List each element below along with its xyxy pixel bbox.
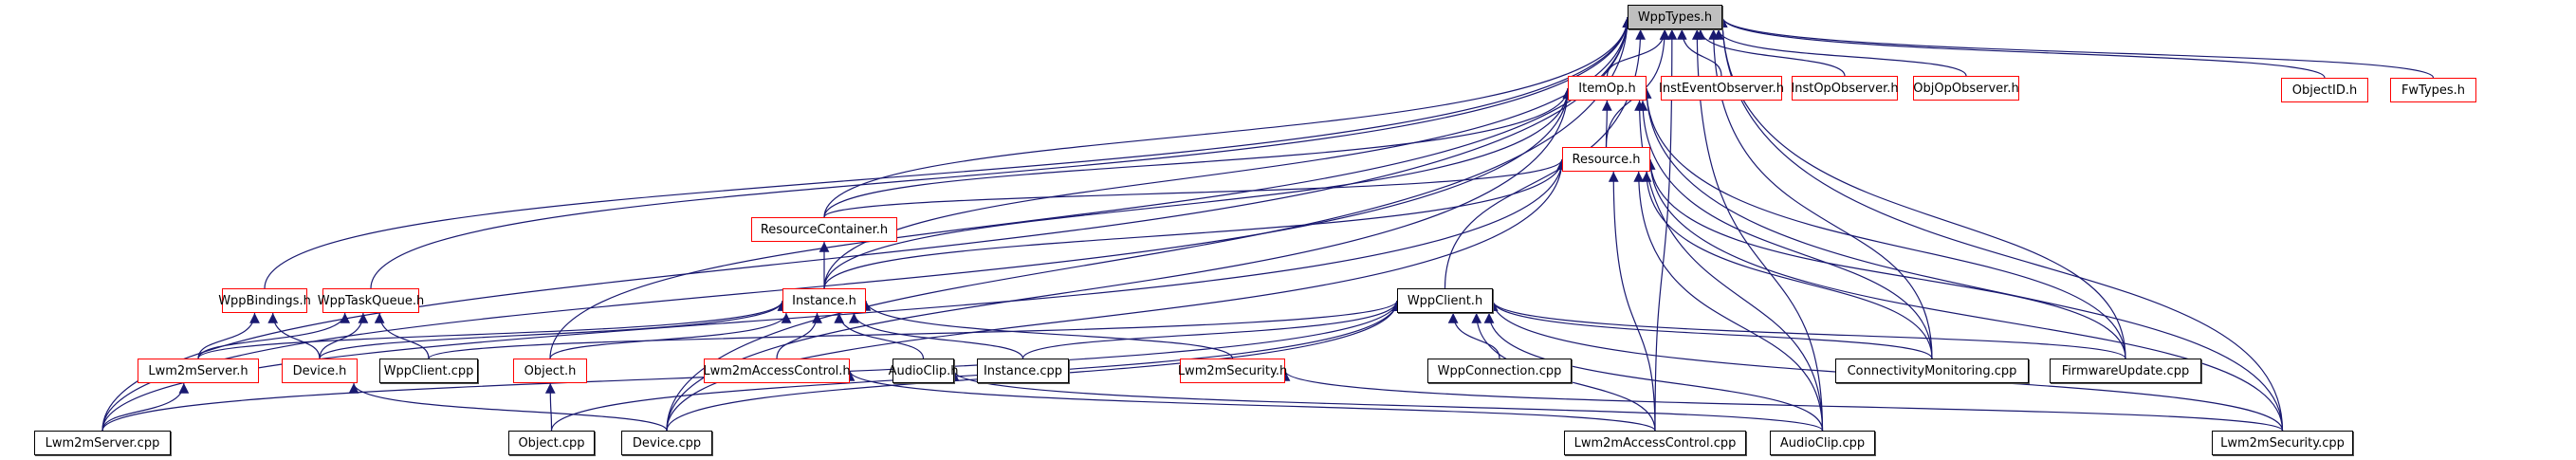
edge-lwm2msecurity-cpp-to-wpptypes-h	[1717, 16, 2284, 432]
node-device-h[interactable]: Device.h	[282, 359, 358, 383]
edge-instance-cpp-to-wppclient-h	[1021, 300, 1403, 359]
node-wppclient-cpp[interactable]: WppClient.cpp	[379, 359, 478, 383]
node-objopobserver-h[interactable]: ObjOpObserver.h	[1913, 76, 2019, 101]
node-audioclip-cpp[interactable]: AudioClip.cpp	[1770, 431, 1875, 455]
edge-device-h-to-wppbindings-h	[267, 312, 321, 359]
edge-firmwareupdate-cpp-to-wppclient-h	[1487, 300, 2126, 359]
node-lwm2msecurity-cpp[interactable]: Lwm2mSecurity.cpp	[2212, 431, 2353, 455]
node-itemop-h[interactable]: ItemOp.h	[1568, 76, 1647, 101]
edge-instopobserver-h-to-wpptypes-h	[1695, 28, 1846, 77]
node-audioclip-h[interactable]: AudioClip.h	[889, 359, 958, 383]
edge-object-h-to-instance-h	[549, 312, 792, 359]
node-object-h[interactable]: Object.h	[513, 359, 587, 383]
edge-lwm2mserver-cpp-to-wpptypes-h	[101, 16, 1633, 432]
edge-lwm2msecurity-cpp-to-lwm2msecurity-h	[1279, 370, 2284, 432]
node-wppbindings-h[interactable]: WppBindings.h	[218, 288, 311, 313]
edge-firmwareupdate-cpp-to-wpptypes-h	[1717, 16, 2126, 359]
node-instopobserver-h[interactable]: InstOpObserver.h	[1791, 76, 1899, 101]
edge-connectivitymonitoring-cpp-to-itemop-h	[1637, 100, 1933, 359]
node-connectivitymonitoring-cpp[interactable]: ConnectivityMonitoring.cpp	[1835, 359, 2029, 383]
edge-connectivitymonitoring-cpp-to-wpptypes-h	[1708, 28, 1933, 359]
edge-wppbindings-h-to-wpptypes-h	[264, 16, 1633, 289]
edge-object-cpp-to-wppclient-h	[550, 300, 1403, 432]
edge-insteventobserver-h-to-wpptypes-h	[1676, 28, 1722, 77]
edge-lwm2mserver-h-to-instance-h	[197, 300, 788, 359]
edge-wppclient-cpp-to-wpptaskqueue-h	[374, 312, 430, 359]
edge-objectid-h-to-wpptypes-h	[1717, 16, 2326, 79]
node-wpptypes-h: WppTypes.h	[1628, 5, 1722, 29]
node-lwm2mserver-cpp[interactable]: Lwm2mServer.cpp	[34, 431, 171, 455]
edge-object-cpp-to-object-h	[544, 382, 556, 432]
edge-audioclip-cpp-to-audioclip-h	[948, 370, 1824, 432]
edge-lwm2maccesscontrol-h-to-instance-h	[776, 312, 822, 359]
edge-audioclip-cpp-to-resource-h	[1633, 171, 1824, 432]
edge-instance-h-to-itemop-h	[823, 87, 1573, 289]
edge-firmwareupdate-cpp-to-itemop-h	[1641, 87, 2126, 359]
edge-objopobserver-h-to-wpptypes-h	[1713, 28, 1967, 77]
node-wpptaskqueue-h[interactable]: WppTaskQueue.h	[318, 288, 424, 313]
edge-resourcecontainer-h-to-resource-h	[823, 158, 1568, 218]
edge-wpptaskqueue-h-to-wpptypes-h	[370, 16, 1633, 289]
edge-lwm2msecurity-cpp-to-resource-h	[1645, 158, 2284, 432]
node-wppclient-h[interactable]: WppClient.h	[1397, 288, 1493, 313]
edge-instance-h-to-wpptypes-h	[823, 16, 1633, 289]
edge-wppconnection-cpp-to-wppclient-h	[1447, 312, 1500, 359]
node-resource-h[interactable]: Resource.h	[1562, 147, 1650, 172]
edge-audioclip-cpp-to-itemop-h	[1634, 100, 1824, 432]
edge-device-cpp-to-wpptypes-h	[666, 16, 1633, 432]
edge-lwm2maccesscontrol-cpp-to-resource-h	[1608, 171, 1656, 432]
node-firmwareupdate-cpp[interactable]: FirmwareUpdate.cpp	[2050, 359, 2201, 383]
edge-object-h-to-wpptypes-h	[549, 16, 1633, 359]
edge-audioclip-h-to-instance-h	[834, 312, 925, 359]
edge-lwm2mserver-h-to-wpptaskqueue-h	[197, 312, 351, 359]
node-wppconnection-cpp[interactable]: WppConnection.cpp	[1427, 359, 1572, 383]
edge-lwm2mserver-h-to-wppbindings-h	[197, 312, 260, 359]
node-resourcecontainer-h[interactable]: ResourceContainer.h	[751, 217, 897, 242]
node-instance-cpp[interactable]: Instance.cpp	[977, 359, 1069, 383]
edge-device-h-to-instance-h	[319, 300, 788, 359]
edge-lwm2mserver-cpp-to-lwm2mserver-h	[101, 382, 190, 432]
node-instance-h[interactable]: Instance.h	[782, 288, 866, 313]
edge-device-h-to-wpptaskqueue-h	[319, 312, 369, 359]
node-insteventobserver-h[interactable]: InstEventObserver.h	[1659, 76, 1784, 101]
node-lwm2msecurity-h[interactable]: Lwm2mSecurity.h	[1178, 359, 1287, 383]
edge-connectivitymonitoring-cpp-to-wppclient-h	[1487, 300, 1933, 359]
edge-instance-cpp-to-instance-h	[849, 312, 1024, 359]
edge-lwm2maccesscontrol-cpp-to-lwm2maccesscontrol-h	[844, 370, 1656, 432]
edge-lwm2maccesscontrol-cpp-to-wpptypes-h	[1654, 28, 1678, 432]
edge-resource-h-to-itemop-h	[1601, 100, 1612, 148]
edge-firmwareupdate-cpp-to-resource-h	[1645, 158, 2126, 359]
edge-wppclient-cpp-to-wppclient-h	[428, 300, 1403, 359]
edge-audioclip-cpp-to-wppclient-h	[1483, 312, 1824, 432]
edge-audioclip-cpp-to-wpptypes-h	[1691, 28, 1824, 432]
edge-instance-h-to-resource-h	[823, 158, 1568, 289]
node-device-cpp[interactable]: Device.cpp	[621, 431, 712, 455]
edge-lwm2msecurity-cpp-to-itemop-h	[1641, 87, 2284, 432]
edge-connectivitymonitoring-cpp-to-resource-h	[1641, 171, 1933, 359]
edge-device-cpp-to-device-h	[348, 382, 668, 432]
edge-resourcecontainer-h-to-itemop-h	[823, 87, 1573, 218]
node-fwtypes-h[interactable]: FwTypes.h	[2390, 78, 2476, 102]
node-lwm2maccesscontrol-h[interactable]: Lwm2mAccessControl.h	[703, 359, 851, 383]
edge-lwm2msecurity-h-to-instance-h	[860, 300, 1234, 359]
node-objectid-h[interactable]: ObjectID.h	[2281, 78, 2368, 102]
node-lwm2mserver-h[interactable]: Lwm2mServer.h	[138, 359, 259, 383]
node-lwm2maccesscontrol-cpp[interactable]: Lwm2mAccessControl.cpp	[1564, 431, 1746, 455]
node-object-cpp[interactable]: Object.cpp	[508, 431, 595, 455]
edge-fwtypes-h-to-wpptypes-h	[1717, 16, 2435, 79]
edge-resourcecontainer-h-to-wpptypes-h	[823, 16, 1633, 218]
